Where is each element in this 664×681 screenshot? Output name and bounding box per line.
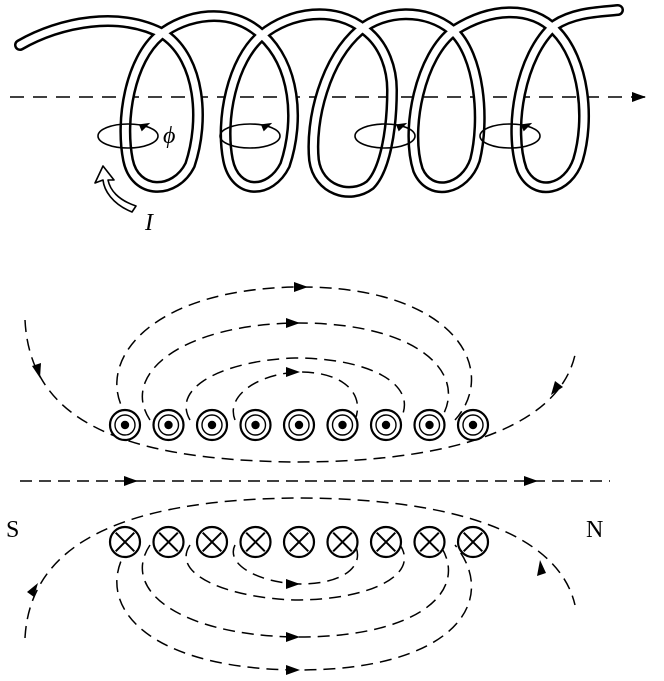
- arrowhead-icon: [286, 665, 300, 675]
- field-line: [24, 319, 576, 463]
- field-line: [232, 371, 359, 421]
- field-line: [141, 544, 450, 638]
- flux-loop: [219, 123, 281, 149]
- flux-loops: [97, 122, 541, 149]
- north-pole-label: N: [586, 517, 603, 543]
- south-pole-label: S: [6, 517, 19, 543]
- field-line: [116, 286, 473, 421]
- conductor-cross-icon: [326, 525, 359, 559]
- arrowhead-icon: [294, 282, 308, 292]
- conductors-out-row: [108, 408, 490, 442]
- field-line: [141, 322, 450, 421]
- conductor-dot-icon: [326, 408, 359, 442]
- flux-loop: [354, 123, 416, 149]
- conductor-dot-icon: [108, 408, 142, 442]
- conductor-dot-icon: [282, 408, 316, 442]
- conductor-cross-icon: [108, 525, 142, 559]
- conductors-in-row: [108, 525, 490, 559]
- arrowhead-icon: [32, 363, 41, 378]
- conductor-dot-icon: [152, 408, 185, 442]
- arrowhead-icon: [286, 318, 300, 328]
- conductor-dot-icon: [413, 408, 446, 442]
- conductor-cross-icon: [282, 525, 316, 559]
- arrowhead-icon: [524, 476, 538, 486]
- arrowhead-icon: [27, 583, 38, 597]
- conductor-cross-icon: [239, 525, 272, 559]
- conductor-cross-icon: [456, 525, 490, 559]
- field-line: [185, 544, 406, 601]
- current-symbol-label: I: [144, 210, 154, 236]
- field-line: [24, 497, 576, 639]
- arrowhead-icon: [286, 367, 300, 377]
- conductor-dot-icon: [456, 408, 490, 442]
- arrowhead-icon: [124, 476, 138, 486]
- conductor-cross-icon: [195, 525, 229, 559]
- field-line: [116, 544, 473, 671]
- field-lines: [20, 286, 610, 671]
- flux-loop: [479, 123, 541, 149]
- flux-symbol-label: ϕ: [163, 123, 175, 149]
- field-arrowheads: [27, 282, 563, 675]
- conductor-cross-icon: [413, 525, 446, 559]
- conductor-dot-icon: [369, 408, 403, 442]
- helical-coil: ϕ I: [10, 4, 646, 236]
- arrowhead-icon: [286, 579, 300, 589]
- arrowhead-icon: [286, 632, 300, 642]
- conductor-cross-icon: [152, 525, 185, 559]
- arrowhead-icon: [537, 560, 546, 576]
- current-arrow-icon: [94, 165, 137, 213]
- conductor-dot-icon: [239, 408, 272, 442]
- field-line: [185, 357, 406, 421]
- conductor-dot-icon: [195, 408, 229, 442]
- coil-wire: [14, 4, 624, 198]
- arrowhead-icon: [551, 381, 563, 395]
- flux-loop: [97, 123, 159, 149]
- conductor-cross-icon: [369, 525, 403, 559]
